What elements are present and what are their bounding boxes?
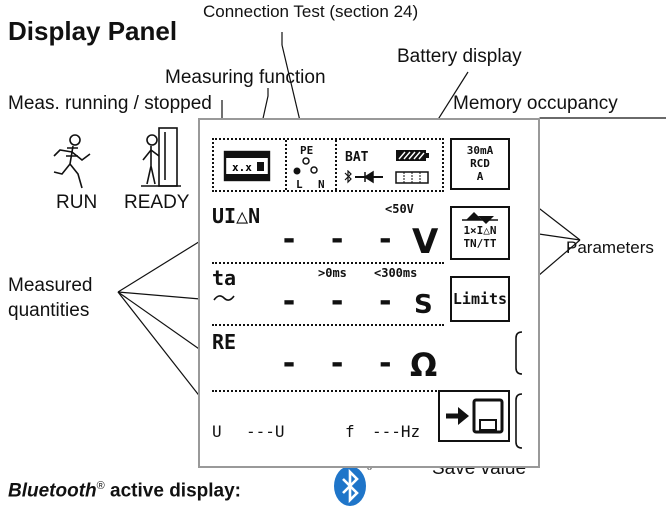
bluetooth-word: Bluetooth bbox=[8, 480, 97, 502]
save-value-button[interactable] bbox=[438, 390, 510, 442]
triangle-indicator-icon bbox=[462, 212, 498, 224]
row-divider-3 bbox=[212, 390, 444, 392]
measuring-function-label: Measuring function bbox=[165, 67, 326, 88]
param-type: RCD bbox=[470, 157, 490, 170]
status-divider-1 bbox=[285, 140, 287, 190]
ta-label: ta bbox=[212, 266, 237, 290]
running-man-icon bbox=[53, 134, 91, 189]
param-class: A bbox=[476, 170, 484, 183]
limits-button[interactable]: Limits bbox=[450, 276, 510, 322]
row2-unit: S bbox=[414, 290, 433, 320]
param-multiplier: 1×I△N bbox=[463, 224, 497, 237]
save-to-disk-icon bbox=[446, 398, 504, 434]
bat-label: BAT bbox=[345, 150, 369, 165]
l-label: L bbox=[296, 178, 303, 191]
n-label: N bbox=[318, 178, 325, 191]
bluetooth-signal-icon bbox=[344, 170, 383, 184]
right-edge-brackets bbox=[515, 331, 523, 449]
frequency-label: f bbox=[345, 422, 355, 441]
row-divider-1 bbox=[212, 262, 444, 264]
row2-limit-max: <300ms bbox=[374, 266, 418, 280]
page-title: Display Panel bbox=[8, 16, 178, 46]
bluetooth-active-label: Bluetooth® active display: bbox=[8, 480, 241, 502]
pe-label: PE bbox=[300, 144, 314, 157]
connection-test-icon bbox=[293, 157, 318, 175]
battery-icon bbox=[396, 150, 429, 161]
status-divider-2 bbox=[335, 140, 337, 190]
parameters-label: Parameters bbox=[566, 238, 654, 257]
svg-text:®: ® bbox=[366, 464, 373, 472]
memory-bar-icon bbox=[395, 171, 429, 184]
standing-man-door-icon bbox=[141, 127, 181, 187]
registered-mark: ® bbox=[96, 480, 105, 492]
row2-value: - - - bbox=[280, 284, 401, 319]
row2-limit-min: >0ms bbox=[318, 266, 347, 280]
frequency-value: ---Hz bbox=[372, 422, 421, 441]
voltage-label: U bbox=[212, 422, 222, 441]
bluetooth-icon: ® bbox=[334, 464, 373, 506]
rcd-parameter-button[interactable]: 30mA RCD A bbox=[450, 138, 510, 190]
voltage-value: ---U bbox=[246, 422, 285, 441]
memory-occupancy-label: Memory occupancy bbox=[453, 93, 618, 114]
ac-tilde-icon bbox=[213, 295, 235, 301]
meas-running-label: Meas. running / stopped bbox=[8, 93, 212, 114]
svg-text:x.x: x.x bbox=[232, 161, 252, 174]
run-label: RUN bbox=[56, 192, 98, 213]
multiplier-parameter-button[interactable]: 1×I△N TN/TT bbox=[450, 206, 510, 260]
limits-label: Limits bbox=[452, 290, 508, 308]
param-current: 30mA bbox=[466, 144, 494, 157]
measured-quantities-label-2: quantities bbox=[8, 300, 90, 321]
row1-unit: V bbox=[412, 222, 439, 262]
row3-unit: Ω bbox=[410, 346, 438, 384]
meter-icon: x.x bbox=[223, 150, 271, 182]
row-divider-2 bbox=[212, 324, 444, 326]
param-network: TN/TT bbox=[463, 237, 497, 250]
row1-limit: <50V bbox=[385, 202, 414, 216]
connection-test-label: Connection Test (section 24) bbox=[203, 2, 419, 21]
measured-quantities-label-1: Measured bbox=[8, 275, 93, 296]
re-label: RE bbox=[212, 330, 237, 354]
battery-display-label: Battery display bbox=[397, 46, 522, 67]
bluetooth-suffix: active display: bbox=[104, 480, 241, 502]
ui-delta-n-label: UI△N bbox=[212, 204, 261, 228]
row1-value: - - - bbox=[280, 222, 401, 257]
row3-value: - - - bbox=[280, 346, 401, 381]
ready-label: READY bbox=[124, 192, 190, 213]
status-row-frame bbox=[212, 138, 444, 192]
